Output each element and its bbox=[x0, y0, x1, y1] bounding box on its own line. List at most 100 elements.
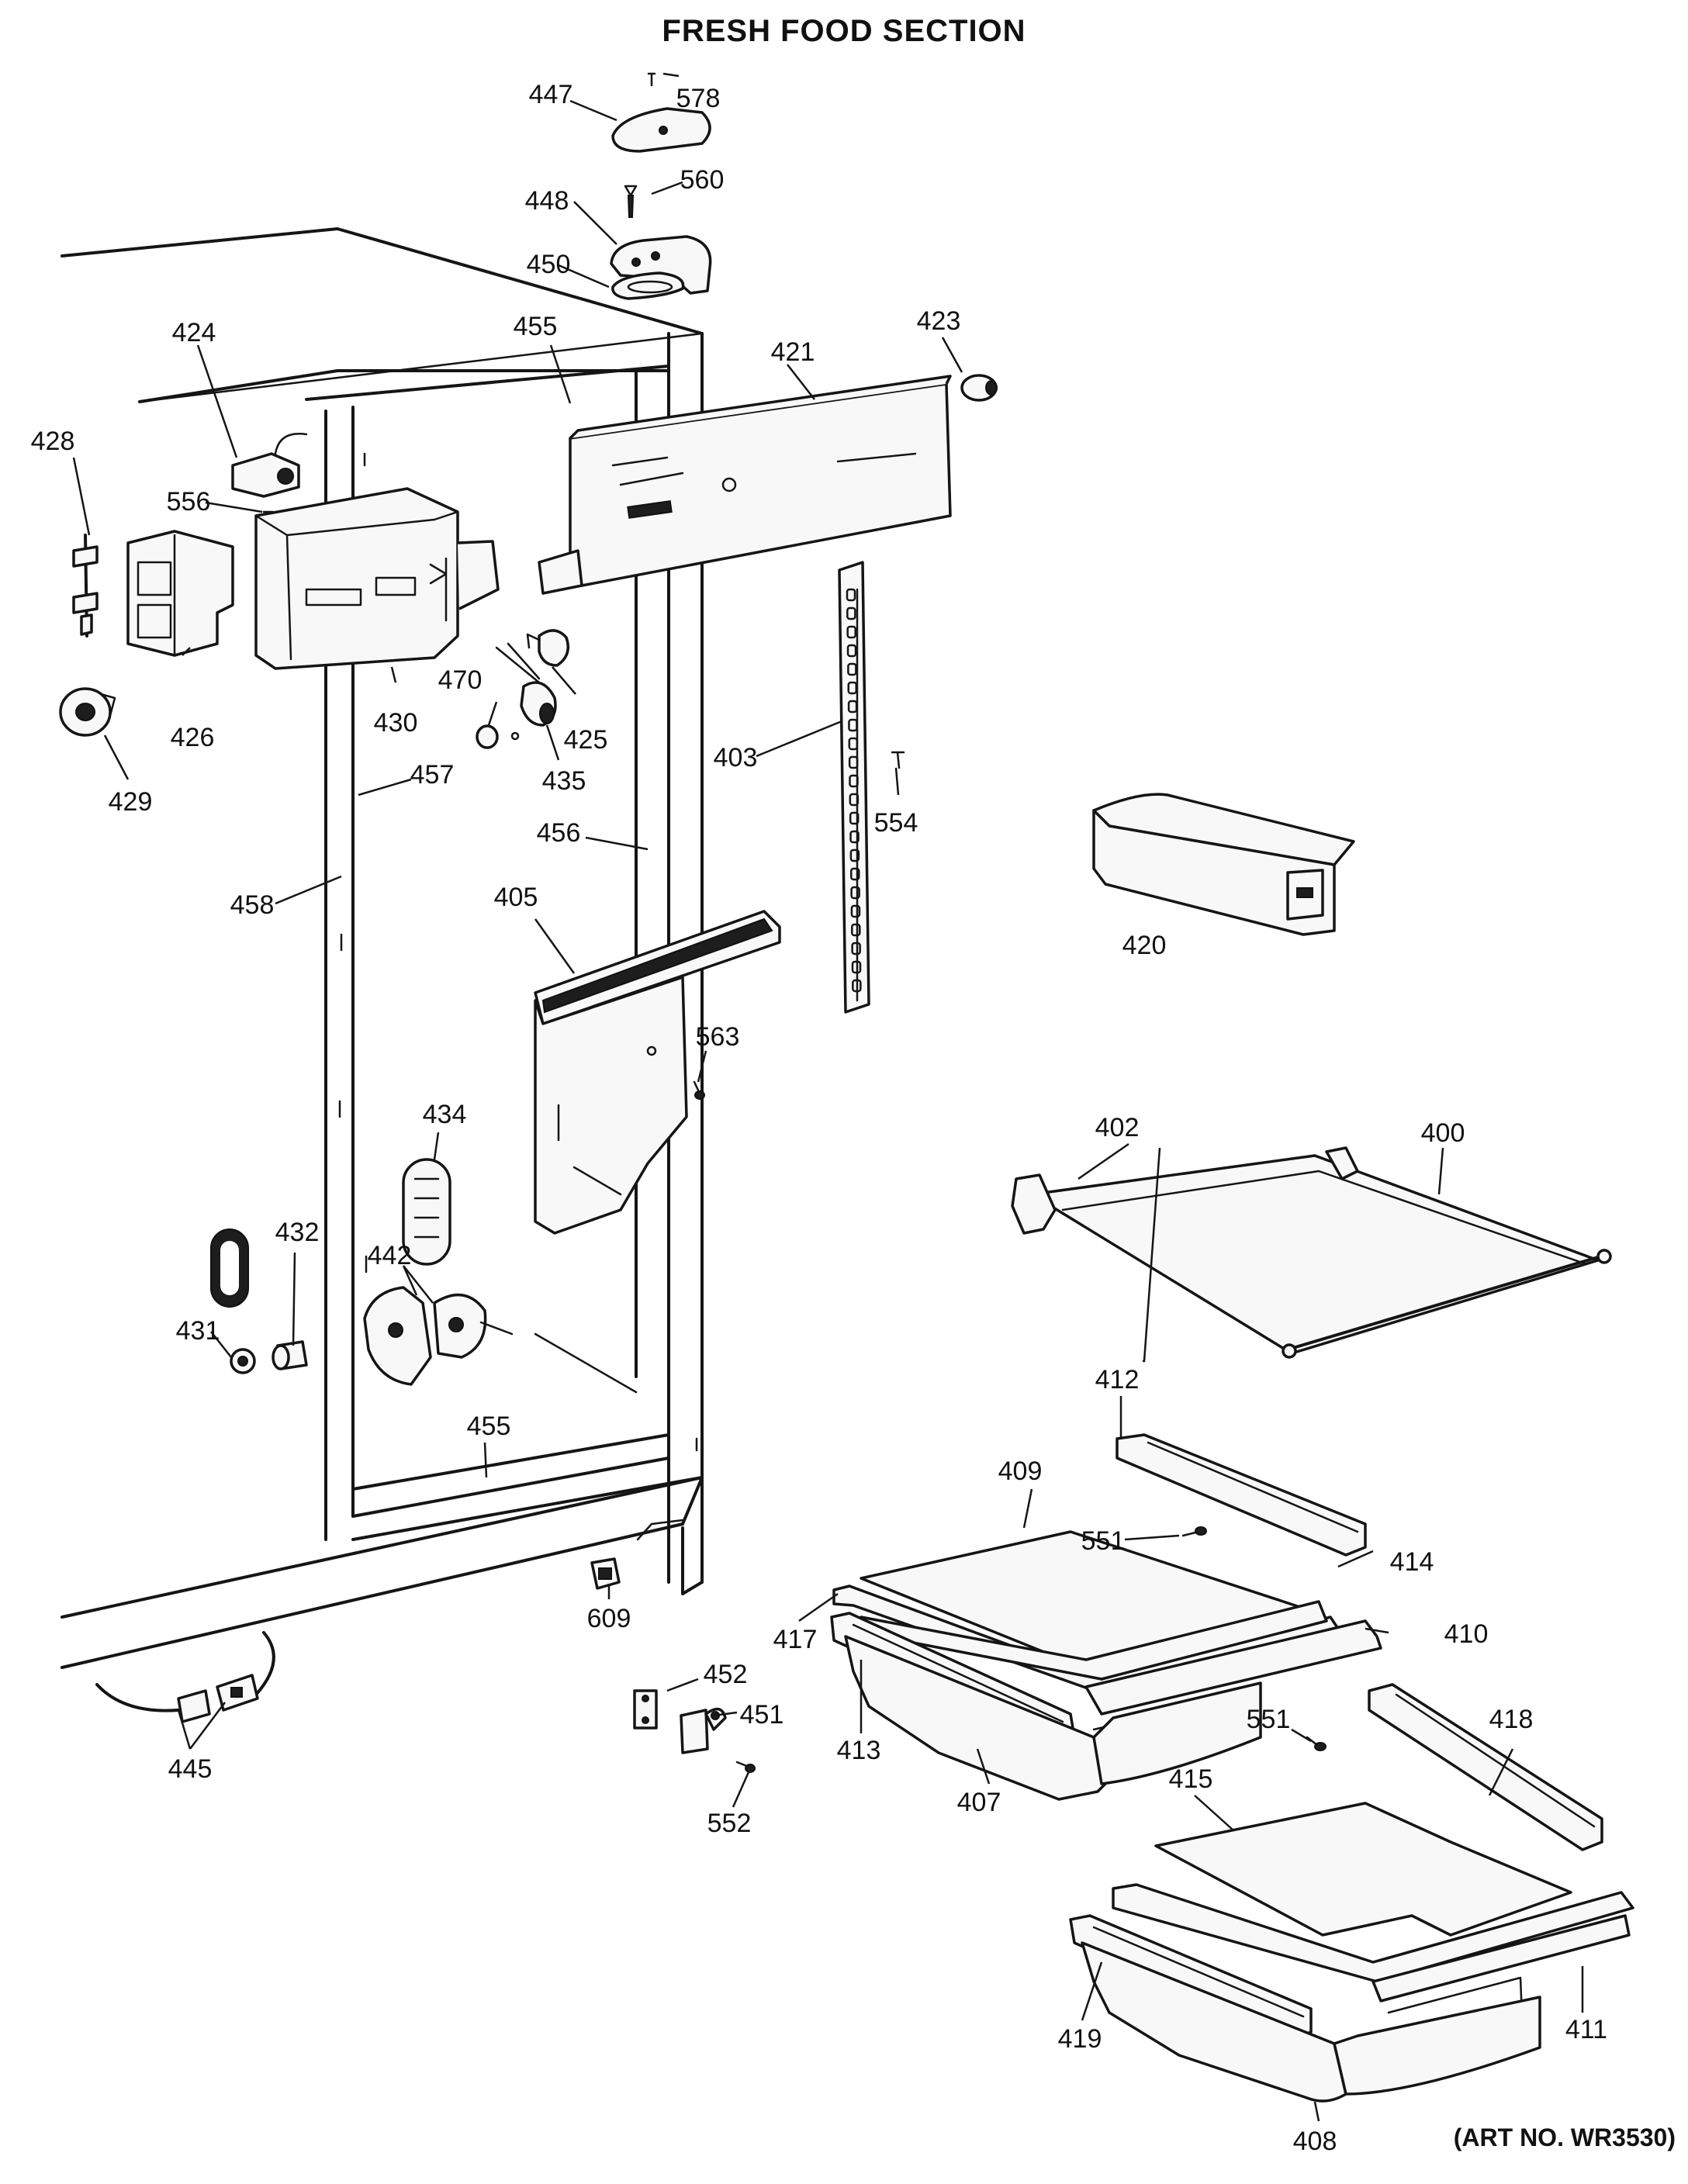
hinge-bracket bbox=[610, 235, 712, 295]
cap-423 bbox=[960, 374, 998, 402]
hinge-cover bbox=[611, 107, 711, 153]
screw-560 bbox=[624, 185, 638, 218]
callout-415: 415 bbox=[1169, 1764, 1213, 1794]
screw-551a bbox=[1181, 1526, 1207, 1537]
callout-400: 400 bbox=[1421, 1118, 1465, 1148]
callout-420: 420 bbox=[1122, 931, 1167, 960]
ladder-slot bbox=[849, 811, 860, 825]
callout-551-lower: 551 bbox=[1247, 1705, 1291, 1734]
grommet-470 bbox=[476, 724, 520, 749]
crisper-frame-411 bbox=[1112, 1883, 1634, 2018]
ladder-slot bbox=[847, 662, 857, 676]
callout-408: 408 bbox=[1293, 2127, 1337, 2156]
shelf-bracket-405 bbox=[534, 910, 781, 1235]
callout-609: 609 bbox=[587, 1604, 631, 1633]
art-number: (ART NO. WR3530) bbox=[1453, 2124, 1676, 2151]
callout-451: 451 bbox=[740, 1700, 784, 1730]
callout-457: 457 bbox=[410, 760, 455, 790]
ladder-slot bbox=[849, 793, 860, 807]
light-socket-435 bbox=[495, 642, 557, 727]
ladder-slot bbox=[851, 960, 862, 974]
leader-lines bbox=[72, 72, 1584, 2122]
callout-418: 418 bbox=[1489, 1705, 1534, 1734]
callout-470: 470 bbox=[438, 665, 483, 695]
damper-442 bbox=[363, 1286, 514, 1386]
diagram-title: FRESH FOOD SECTION bbox=[662, 14, 1026, 48]
oval-opening bbox=[210, 1228, 249, 1308]
ladder-slot bbox=[846, 588, 856, 602]
ladder-slot bbox=[846, 606, 856, 620]
callout-413: 413 bbox=[837, 1736, 881, 1765]
callout-407: 407 bbox=[957, 1788, 1001, 1817]
callout-419: 419 bbox=[1058, 2024, 1102, 2054]
callout-448: 448 bbox=[525, 186, 569, 216]
callout-455-top: 455 bbox=[514, 312, 558, 341]
callout-442: 442 bbox=[368, 1241, 412, 1270]
ladder-slot bbox=[848, 755, 859, 769]
callout-430: 430 bbox=[374, 708, 418, 738]
callout-426: 426 bbox=[171, 723, 215, 752]
ladder-slot bbox=[850, 904, 861, 918]
callout-424: 424 bbox=[172, 318, 216, 347]
drawer-slide-418 bbox=[1368, 1683, 1603, 1851]
light-shield-434 bbox=[402, 1158, 451, 1266]
callout-556: 556 bbox=[167, 487, 211, 517]
screw-578 bbox=[647, 72, 656, 87]
callout-432: 432 bbox=[275, 1218, 320, 1247]
nut-431 bbox=[230, 1348, 256, 1374]
callout-551-upper: 551 bbox=[1081, 1526, 1126, 1556]
dairy-bin-420 bbox=[1092, 793, 1355, 936]
bracket-428 bbox=[72, 534, 99, 638]
callout-447: 447 bbox=[529, 80, 573, 109]
callout-445: 445 bbox=[168, 1754, 213, 1784]
temperature-control-424 bbox=[231, 433, 308, 498]
callout-410: 410 bbox=[1444, 1619, 1489, 1649]
callout-431: 431 bbox=[176, 1316, 220, 1346]
callout-411: 411 bbox=[1565, 2015, 1607, 2044]
callout-434: 434 bbox=[423, 1100, 467, 1129]
callout-labels: 578 447 560 448 450 424 455 421 423 428 … bbox=[31, 80, 1607, 2156]
callout-409: 409 bbox=[998, 1457, 1043, 1486]
callout-412: 412 bbox=[1095, 1365, 1140, 1394]
ladder-slot bbox=[849, 830, 860, 844]
ladder-slot bbox=[847, 700, 858, 714]
ladder-slot bbox=[851, 923, 861, 937]
callout-456: 456 bbox=[537, 818, 581, 848]
screw-563 bbox=[693, 1080, 705, 1100]
ladder-slot bbox=[846, 625, 856, 639]
switch-609 bbox=[590, 1557, 621, 1590]
callout-560: 560 bbox=[680, 165, 725, 195]
drawer-slide-412 bbox=[1116, 1433, 1367, 1557]
callout-402: 402 bbox=[1095, 1113, 1140, 1142]
ladder-slot bbox=[848, 737, 859, 751]
control-housing-430 bbox=[254, 487, 500, 670]
bushing-432 bbox=[272, 1340, 308, 1370]
callout-452: 452 bbox=[704, 1660, 748, 1689]
callout-455-bottom: 455 bbox=[467, 1412, 511, 1441]
callout-417: 417 bbox=[773, 1625, 818, 1654]
ladder-slot bbox=[852, 979, 862, 993]
callout-563: 563 bbox=[696, 1022, 740, 1052]
crisper-drawer-407 bbox=[844, 1635, 1262, 1801]
glass-shelf-400 bbox=[1011, 1146, 1612, 1359]
callout-414: 414 bbox=[1390, 1547, 1434, 1577]
ladder-slot bbox=[850, 867, 860, 881]
callout-458: 458 bbox=[230, 890, 275, 920]
ladder-slot bbox=[849, 774, 859, 788]
callout-429: 429 bbox=[109, 787, 153, 817]
crisper-drawer-408 bbox=[1081, 1941, 1541, 2103]
callout-421: 421 bbox=[771, 337, 815, 367]
cover-415 bbox=[1154, 1802, 1572, 1937]
callout-425: 425 bbox=[564, 725, 608, 755]
wiring-harness-445 bbox=[95, 1631, 275, 1723]
ladder-slot bbox=[846, 644, 857, 658]
callout-450: 450 bbox=[527, 250, 571, 279]
ladder-slot bbox=[849, 848, 860, 862]
air-duct-426 bbox=[126, 530, 234, 657]
control-panel bbox=[538, 375, 952, 595]
ladder-slot bbox=[850, 886, 860, 900]
callout-423: 423 bbox=[917, 306, 961, 336]
callout-435: 435 bbox=[542, 766, 586, 796]
screw-551b bbox=[1306, 1736, 1327, 1751]
